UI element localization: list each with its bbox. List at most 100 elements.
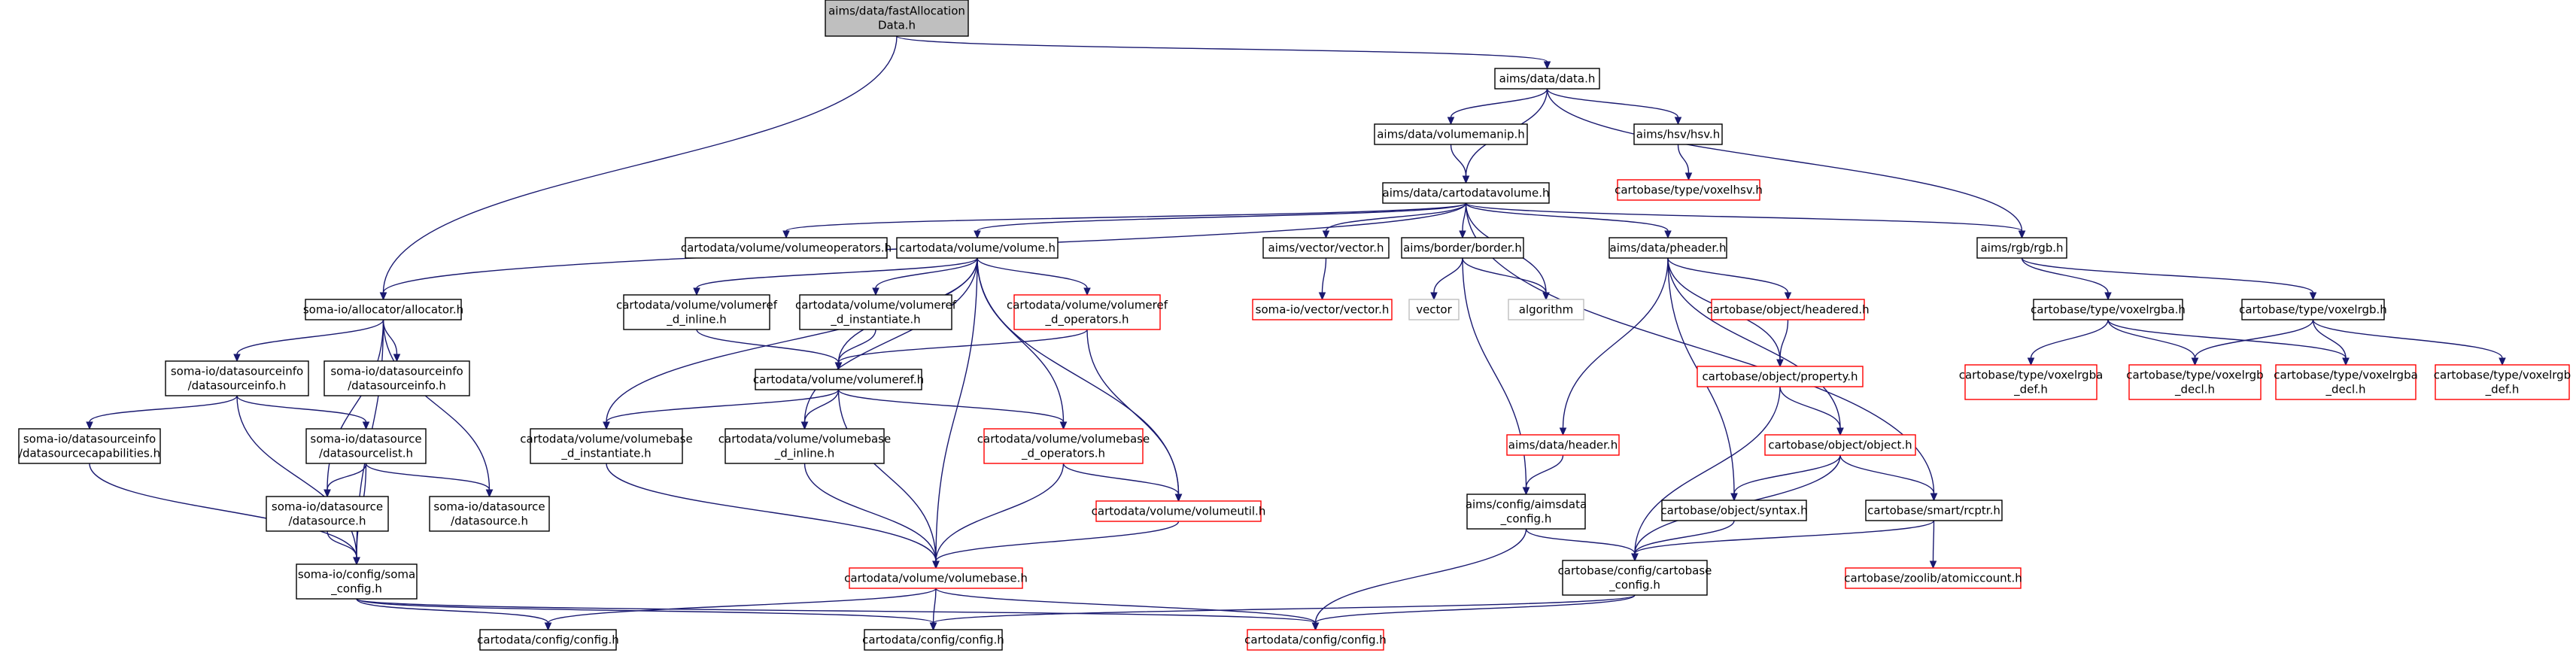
edge-arrowhead: [1311, 622, 1320, 631]
node-label: vector: [1416, 303, 1452, 317]
node-rcptr[interactable]: cartobase/smart/rcptr.h: [1865, 500, 2003, 521]
edge-volume-to-vb-ops: [977, 257, 1068, 430]
edge-line: [803, 389, 840, 423]
node-volumebase[interactable]: cartodata/volume/volumebase.h: [844, 567, 1028, 589]
edge-volume-to-volumeref-ops: [977, 257, 1091, 296]
node-vector-h[interactable]: aims/vector/vector.h: [1262, 237, 1390, 259]
edge-vb-inst-to-volumebase: [606, 463, 940, 569]
node-cartobase-config[interactable]: cartobase/config/cartobase_config.h: [1558, 560, 1712, 596]
node-dsinfo[interactable]: soma-io/datasourceinfo/datasourceinfo.h: [165, 360, 309, 396]
edge-voxelrgb-to-voxelrgb-decl: [2191, 319, 2314, 366]
node-voxelrgba[interactable]: cartobase/type/voxelrgba.h: [2031, 299, 2186, 320]
edge-dsinfo-to-dslist: [236, 395, 370, 430]
node-vb-ops[interactable]: cartodata/volume/volumebase_d_operators.…: [977, 428, 1150, 464]
node-box: [1661, 500, 1807, 521]
edge-property-to-cartobase-config: [1631, 386, 1781, 562]
edge-syntax-to-cartobase-config: [1631, 520, 1735, 562]
node-algorithm[interactable]: algorithm: [1508, 299, 1584, 320]
node-data[interactable]: aims/data/data.h: [1494, 68, 1600, 90]
node-box: [1697, 366, 1864, 387]
node-label: cartodata/volume/volume.h: [899, 241, 1056, 255]
edge-volumeref-to-volumebase: [837, 389, 940, 569]
node-voxelrgb-decl[interactable]: cartobase/type/voxelrgb_decl.h: [2126, 364, 2264, 400]
node-headered[interactable]: cartobase/object/headered.h: [1706, 299, 1870, 320]
node-volumeref-inst[interactable]: cartodata/volume/volumeref_d_instantiate…: [795, 294, 957, 330]
node-label: _d_inline.h: [666, 313, 727, 327]
node-dsinfo-h[interactable]: soma-io/datasourceinfo/datasourceinfo.h: [324, 360, 470, 396]
edge-line: [236, 395, 357, 558]
node-volumemanip[interactable]: aims/data/volumemanip.h: [1374, 123, 1528, 145]
node-aimsdata-config[interactable]: aims/config/aimsdata_config.h: [1466, 494, 1587, 530]
edge-rcptr-to-cartobase-config: [1631, 520, 1935, 562]
node-voxelrgba-decl[interactable]: cartobase/type/voxelrgba_decl.h: [2274, 364, 2418, 400]
node-soma-config[interactable]: soma-io/config/soma_config.h: [296, 563, 418, 600]
node-label: cartobase/type/voxelhsv.h: [1615, 184, 1763, 197]
node-label: cartobase/type/voxelrgb: [2434, 369, 2571, 382]
edge-line: [1546, 88, 1679, 118]
node-dscaps[interactable]: soma-io/datasourceinfo/datasourcecapabil…: [18, 428, 161, 464]
node-ds-right[interactable]: soma-io/datasource/datasource.h: [429, 496, 550, 532]
edge-arrowhead: [1459, 230, 1466, 239]
edge-arrowhead: [2027, 357, 2035, 366]
node-somavector[interactable]: soma-io/vector/vector.h: [1252, 299, 1393, 320]
edge-arrowhead: [1730, 493, 1738, 502]
node-volumeref-inline[interactable]: cartodata/volume/volumeref_d_inline.h: [616, 294, 778, 330]
node-syntax[interactable]: cartobase/object/syntax.h: [1660, 500, 1808, 521]
node-label: cartodata/volume/volumeref.h: [753, 373, 924, 387]
node-label: soma-io/datasource: [272, 500, 383, 514]
node-volumeref-ops[interactable]: cartodata/volume/volumeref_d_operators.h: [1007, 294, 1168, 330]
node-allocator[interactable]: soma-io/allocator/allocator.h: [303, 299, 463, 320]
node-cartodatavolume[interactable]: aims/data/cartodatavolume.h: [1382, 182, 1550, 204]
node-dslist[interactable]: soma-io/datasource/datasourcelist.h: [305, 428, 427, 464]
edge-dslist-to-ds-left: [324, 463, 367, 498]
node-volumeutil[interactable]: cartodata/volume/volumeutil.h: [1092, 500, 1266, 522]
node-hsv[interactable]: aims/hsv/hsv.h: [1633, 123, 1723, 145]
node-label: soma-io/datasource: [310, 433, 421, 446]
edge-arrowhead: [1322, 230, 1330, 239]
edge-cartodatavolume-to-pheader: [1465, 202, 1672, 239]
node-vb-inline[interactable]: cartodata/volume/volumebase_d_inline.h: [718, 428, 891, 464]
edge-arrowhead: [932, 560, 940, 569]
edge-arrowhead: [1462, 175, 1470, 184]
node-voxelhsv[interactable]: cartobase/type/voxelhsv.h: [1615, 179, 1763, 201]
node-header[interactable]: aims/data/header.h: [1506, 434, 1620, 456]
edge-dsinfo-to-dscaps: [86, 395, 238, 430]
edge-line: [2312, 319, 2503, 359]
node-voxelrgb[interactable]: cartobase/type/voxelrgb.h: [2239, 299, 2387, 320]
node-box: [1374, 123, 1528, 145]
node-cartodata-config-left[interactable]: cartodata/config/config.h: [477, 629, 619, 651]
edge-vb-inline-to-volumebase: [803, 463, 940, 569]
node-rgb[interactable]: aims/rgb/rgb.h: [1976, 237, 2067, 259]
node-pheader[interactable]: aims/data/pheader.h: [1608, 237, 1727, 259]
node-box: [165, 360, 309, 396]
node-voxelrgb-def[interactable]: cartobase/type/voxelrgb_def.h: [2434, 364, 2571, 400]
edge-border-to-aimsdata-config: [1462, 257, 1530, 496]
edge-line: [837, 329, 876, 363]
node-vb-inst[interactable]: cartodata/volume/volumebase_d_instantiat…: [520, 428, 693, 464]
node-volumeoperators[interactable]: cartodata/volume/volumeoperators.h: [681, 237, 892, 259]
edge-arrowhead: [693, 287, 700, 296]
node-atomiccount[interactable]: cartobase/zoolib/atomiccount.h: [1844, 567, 2022, 589]
node-label: _config.h: [330, 582, 382, 597]
edge-line: [382, 319, 491, 490]
edge-rgb-to-voxelrgb: [2021, 257, 2317, 301]
node-border[interactable]: aims/border/border.h: [1401, 237, 1524, 259]
node-voxelrgba-def[interactable]: cartobase/type/voxelrgba_def.h: [1959, 364, 2104, 400]
node-vector[interactable]: vector: [1408, 299, 1460, 320]
edge-volumeref-ops-to-volumeutil: [1086, 329, 1183, 503]
node-volumeref[interactable]: cartodata/volume/volumeref.h: [753, 369, 924, 390]
node-box: [623, 294, 770, 330]
edge-arrowhead: [544, 622, 552, 631]
node-volume[interactable]: cartodata/volume/volume.h: [896, 237, 1059, 259]
node-object[interactable]: cartobase/object/object.h: [1764, 434, 1916, 456]
edge-arrowhead: [1929, 560, 1937, 569]
node-cartodata-config-red[interactable]: cartodata/config/config.h: [1244, 629, 1387, 651]
node-ds-left[interactable]: soma-io/datasource/datasource.h: [266, 496, 389, 532]
node-label: soma-io/datasourceinfo: [330, 365, 463, 378]
node-property[interactable]: cartobase/object/property.h: [1697, 366, 1864, 387]
edge-cartodatavolume-to-volume: [974, 202, 1467, 239]
node-label: aims/data/data.h: [1499, 72, 1596, 86]
node-cartodata-config-mid[interactable]: cartodata/config/config.h: [862, 629, 1004, 651]
